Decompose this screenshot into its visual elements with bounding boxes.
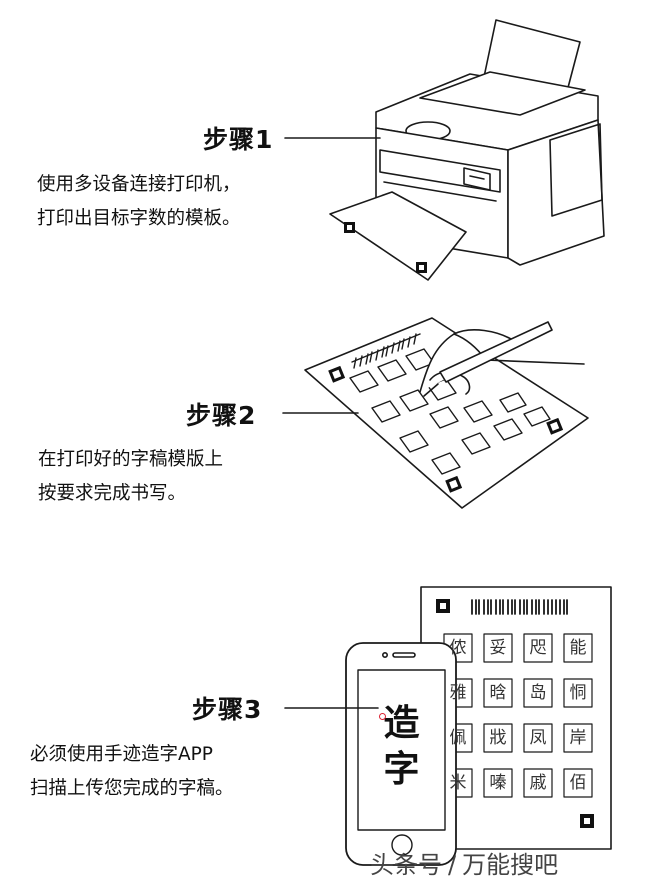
- step1-line2: 打印出目标字数的模板。: [37, 208, 241, 229]
- glyph-cell: 侬: [449, 638, 467, 658]
- step1-description: 使用多设备连接打印机， 打印出目标字数的模板。: [37, 168, 241, 236]
- glyph-cell: 岛: [529, 683, 547, 703]
- glyph-cell: 能: [569, 638, 587, 658]
- watermark-author: 万能搜吧: [462, 851, 559, 879]
- step2-title: 步骤2: [186, 401, 257, 430]
- step3-title: 步骤3: [192, 695, 263, 724]
- phone-screen-logo: 造 字: [358, 700, 445, 792]
- glyph-cell: 咫: [529, 638, 547, 658]
- glyph-cell: 戕: [489, 728, 507, 748]
- step2-line1: 在打印好的字稿模版上: [38, 449, 224, 470]
- watermark-separator: /: [448, 851, 457, 879]
- glyph-cell: 雅: [449, 683, 467, 703]
- step1-line1: 使用多设备连接打印机，: [37, 174, 241, 195]
- glyph-cell: 佰: [569, 773, 587, 793]
- glyph-cell: 恫: [569, 683, 587, 703]
- step3-line2: 扫描上传您完成的字稿。: [30, 778, 234, 799]
- phone-screen-char: 造: [383, 702, 420, 744]
- step1-title: 步骤1: [203, 125, 274, 154]
- glyph-cell: 妥: [489, 638, 507, 658]
- phone-screen-char: 字: [383, 748, 420, 790]
- phone-illustration: [345, 642, 457, 866]
- step2-description: 在打印好的字稿模版上 按要求完成书写。: [38, 443, 223, 511]
- watermark-source: 头条号: [370, 851, 442, 879]
- step3-line1: 必须使用手迹造字APP: [30, 744, 213, 765]
- glyph-cell: 晗: [489, 683, 507, 703]
- glyph-cell: 嗪: [489, 773, 507, 793]
- glyph-cell: 佩: [449, 728, 467, 748]
- step2-line2: 按要求完成书写。: [38, 483, 187, 504]
- glyph-cell: 米: [449, 773, 467, 793]
- step3-description: 必须使用手迹造字APP 扫描上传您完成的字稿。: [30, 738, 234, 806]
- logo-dot-icon: [379, 713, 386, 720]
- glyph-cell: 戚: [529, 773, 547, 793]
- glyph-cell: 岸: [569, 728, 587, 748]
- glyph-cell: 凤: [529, 728, 547, 748]
- printer-illustration: [329, 19, 605, 281]
- writing-sheet-illustration: [304, 317, 589, 509]
- watermark: 头条号/万能搜吧: [370, 845, 558, 880]
